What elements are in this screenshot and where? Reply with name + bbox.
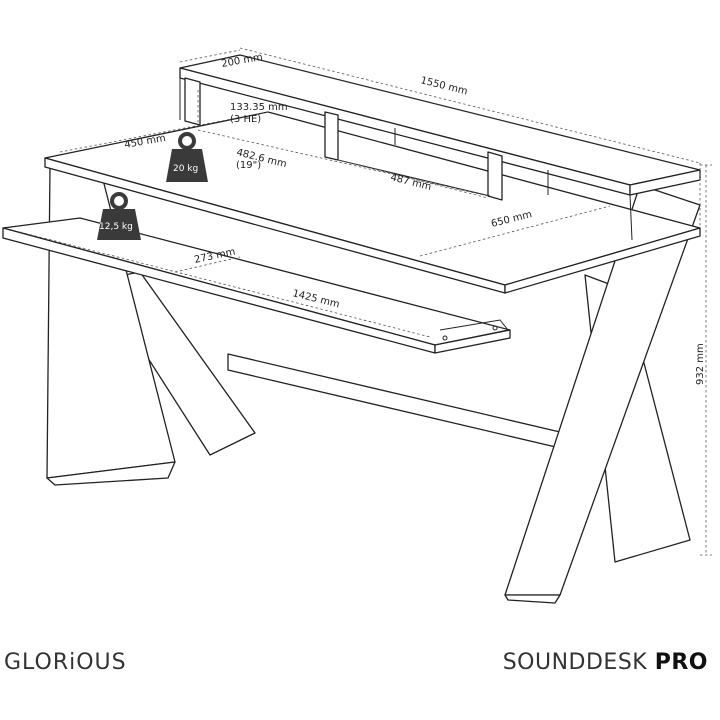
product-name-main: SOUNDDESK <box>502 650 648 675</box>
top-shelf <box>179 54 701 241</box>
dimension-lines <box>19 47 712 556</box>
right-leg <box>504 184 701 604</box>
weight-icon-desk: 20 kg <box>166 132 208 182</box>
dim-height-label: 932 mm <box>695 343 706 385</box>
dim-rack-height-label: 133.35 mm <box>230 102 288 113</box>
product-name: SOUNDDESK PRO <box>503 650 708 675</box>
product-name-suffix: PRO <box>654 650 708 675</box>
weight-icon-tray: 12,5 kg <box>97 192 141 240</box>
dim-rack-units-label: (3 HE) <box>230 114 261 125</box>
back-rail <box>227 353 561 449</box>
weight-tray-label: 12,5 kg <box>99 222 133 232</box>
desktop-surface <box>44 111 701 294</box>
dim-rack-inch-label: (19") <box>236 160 261 171</box>
dim-width-top-label: 1550 mm <box>419 75 468 97</box>
glorious-logo: GLORiOUS <box>4 650 127 675</box>
keyboard-tray <box>2 217 511 354</box>
weight-desk-label: 20 kg <box>173 164 198 174</box>
